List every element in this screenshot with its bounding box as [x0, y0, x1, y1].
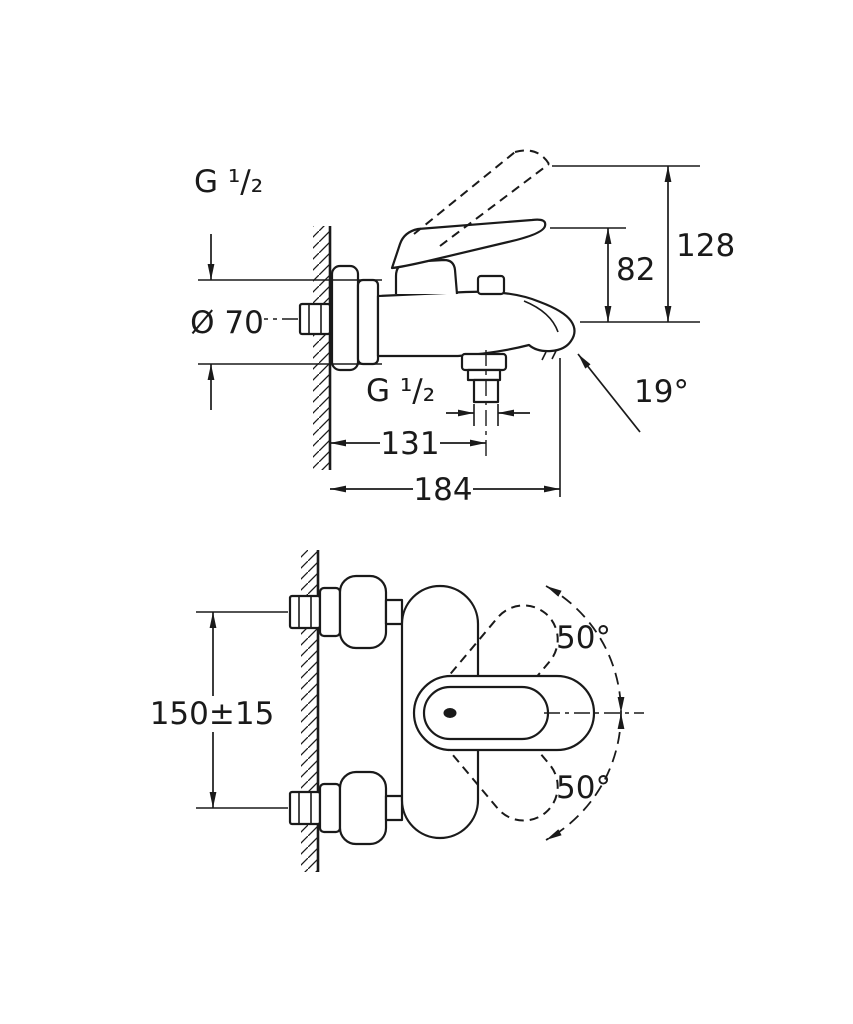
faucet-body-side	[376, 290, 576, 361]
dim-label-thread-top: G ¹/₂	[194, 164, 263, 200]
shower-outlet-side	[460, 352, 508, 404]
side-view: G ¹/₂ Ø 70 82 128 19° G ¹/₂	[190, 149, 735, 508]
dim-label-handle-height: 82	[616, 252, 655, 288]
dim-label-total-height: 128	[676, 228, 735, 264]
dim-label-outlet-thread: G ¹/₂	[366, 373, 435, 409]
dim-label-hole-spacing: 150±15	[150, 696, 275, 732]
dimensions-front: 150±15	[146, 611, 288, 809]
lever-raised-phantom	[413, 149, 550, 247]
dim-label-spout-angle: 19°	[634, 374, 689, 410]
dim-label-swing-down: 50°	[556, 770, 611, 806]
lever-dot	[443, 708, 457, 718]
swing-arc	[544, 585, 644, 841]
inlet-union-side	[298, 302, 332, 336]
top-union-front	[288, 574, 404, 650]
escutcheon-side	[330, 264, 380, 372]
dim-label-total-depth: 184	[413, 472, 472, 508]
bottom-union-front	[288, 770, 404, 846]
diverter-knob	[476, 274, 506, 296]
dim-label-swing-up: 50°	[556, 620, 611, 656]
wall-section-side	[313, 226, 332, 470]
lever-handle-side	[390, 218, 547, 270]
dim-label-spout-to-wall: 131	[380, 426, 439, 462]
front-view: 50° 50° 150±15	[146, 550, 644, 872]
dim-label-flange-diameter: Ø 70	[190, 305, 264, 341]
dimensions-side: G ¹/₂ Ø 70 82 128 19° G ¹/₂	[190, 164, 735, 508]
